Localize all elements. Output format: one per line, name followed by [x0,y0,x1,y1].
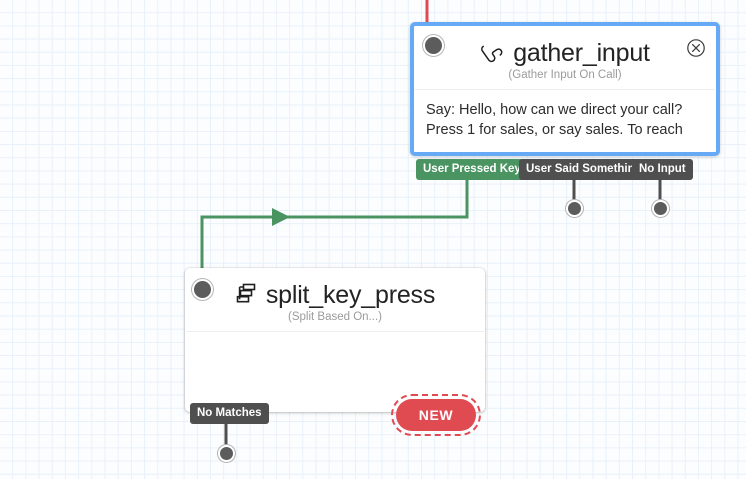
node-input-dot[interactable] [192,279,213,300]
exit-dot-said-something[interactable] [566,200,583,217]
node-body-text: Say: Hello, how can we direct your call?… [426,102,683,138]
split-icon [235,282,257,309]
wire-arrowhead-icon [272,208,290,226]
node-split-key-press[interactable]: split_key_press (Split Based On...) [185,268,485,412]
exit-no-input[interactable]: No Input [632,159,693,180]
node-subtitle: (Gather Input On Call) [508,69,622,81]
exit-no-matches[interactable]: No Matches [190,403,269,424]
exit-user-said-something[interactable]: User Said Something [519,159,649,180]
node-title: split_key_press [265,280,436,309]
header-divider [415,89,715,90]
node-header: gather_input (Gather Input On Call) [414,26,716,89]
exit-dot-no-matches[interactable] [218,445,235,462]
header-divider [186,331,484,332]
exit-user-pressed-keys[interactable]: User Pressed Keys [416,159,535,180]
phone-icon [480,39,504,68]
node-input-dot[interactable] [423,35,444,56]
node-gather-input[interactable]: gather_input (Gather Input On Call) Say:… [410,22,720,156]
new-button-ring [391,394,481,436]
node-subtitle: (Split Based On...) [288,311,382,323]
exit-dot-no-input[interactable] [652,200,669,217]
wire-pressed-keys-to-split [200,176,469,280]
close-icon[interactable] [686,38,706,58]
new-button[interactable]: NEW [396,399,476,431]
node-body-text [185,332,485,354]
node-title: gather_input [513,38,650,67]
node-header: split_key_press (Split Based On...) [185,268,485,331]
